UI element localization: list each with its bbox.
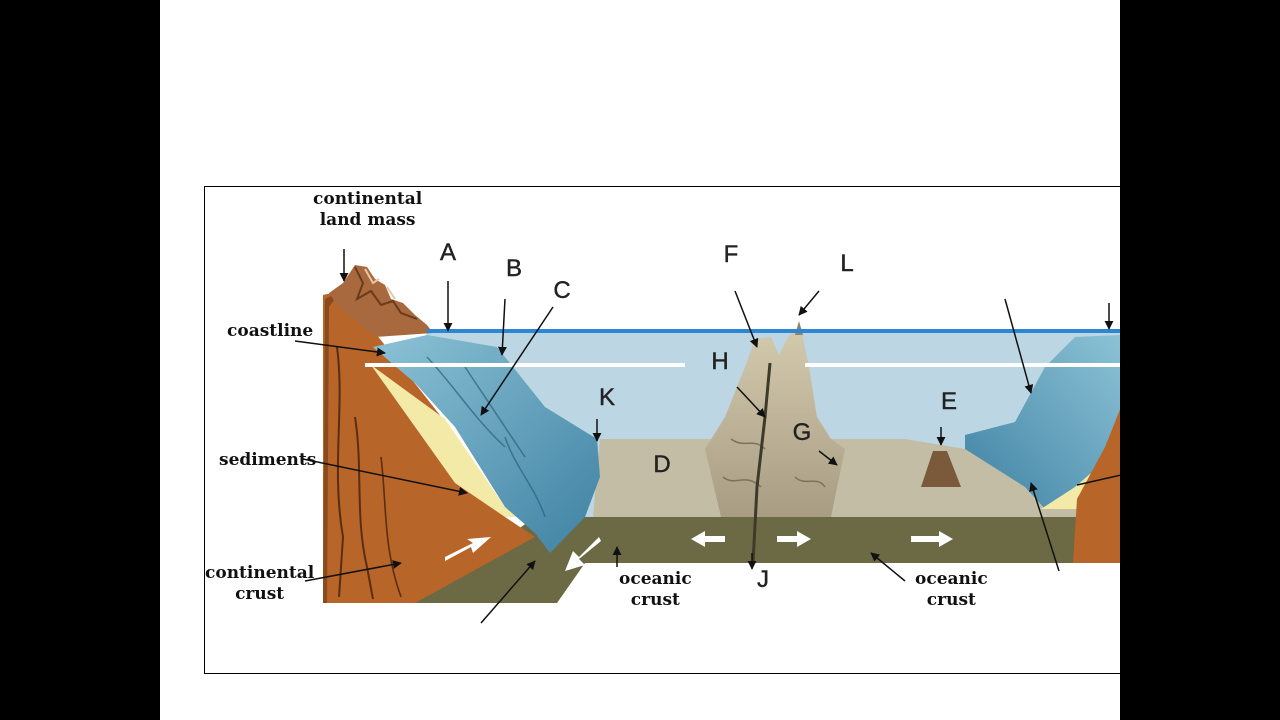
continental-crust-label: continental crust <box>205 563 315 604</box>
letter-g: G <box>792 419 812 446</box>
sediments-left <box>371 365 535 517</box>
letter-f: F <box>723 241 739 268</box>
continental-land-mass <box>329 265 433 337</box>
continental-land-mass-label: continental land mass <box>313 189 423 230</box>
letter-h: H <box>711 348 729 375</box>
mid-ocean-ridge <box>705 329 845 517</box>
sediments-label: sediments <box>219 450 317 470</box>
coastline-label: coastline <box>227 321 314 341</box>
letter-l: L <box>840 250 854 277</box>
continental-slope-left <box>373 335 600 553</box>
letter-e: E <box>940 388 958 415</box>
ocean-floor-diagram: continental land mass coastline sediment… <box>204 186 1120 674</box>
continental-crust-right <box>1073 409 1120 563</box>
seamount-e <box>921 451 961 487</box>
letter-a: A <box>439 239 457 266</box>
oceanic-crust-left-label: oceanic crust <box>619 569 692 610</box>
rift-valley <box>751 362 772 564</box>
letter-d: D <box>653 451 671 478</box>
continental-slope-right <box>965 335 1120 509</box>
letter-b: B <box>505 255 523 282</box>
letter-c: C <box>553 277 571 304</box>
oceanic-crust-right-label: oceanic crust <box>915 569 988 610</box>
letter-k: K <box>598 384 616 411</box>
diagram-illustration <box>294 249 1120 673</box>
letter-j: J <box>757 566 769 593</box>
